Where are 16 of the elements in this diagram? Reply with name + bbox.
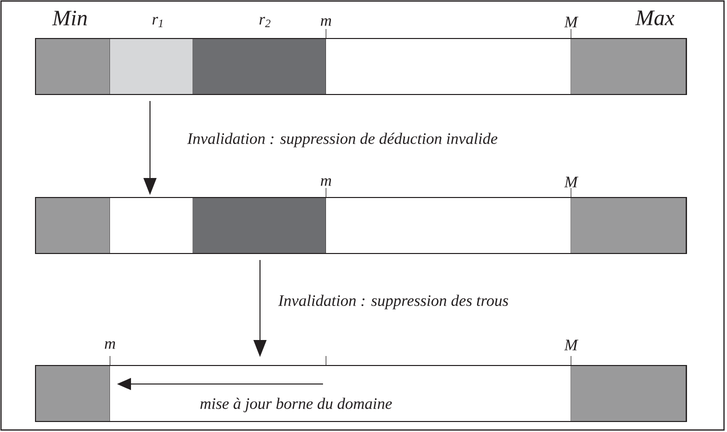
bound-label: m: [104, 341, 116, 349]
bound-label: Min: [52, 10, 87, 26]
edge-label: Invalidation : suppression des trous: [277, 294, 510, 310]
edge-label: Invalidation : suppression de déduction invalide: [186, 132, 499, 148]
bound-label: M: [564, 16, 578, 28]
bound-label: m: [320, 178, 332, 186]
bound-label: m: [320, 18, 332, 26]
domain-bar: [35, 356, 687, 422]
bound-label: r$_{2}$: [259, 16, 270, 28]
arrow-label: mise à jour borne du domaine: [200, 398, 392, 412]
bound-label: M: [564, 176, 578, 188]
bound-label: Max: [635, 10, 674, 26]
domain-bar: [35, 28, 687, 95]
bound-label: M: [564, 340, 578, 350]
domain-bar: [35, 188, 687, 254]
bound-label: r$_{1}$: [152, 16, 162, 28]
